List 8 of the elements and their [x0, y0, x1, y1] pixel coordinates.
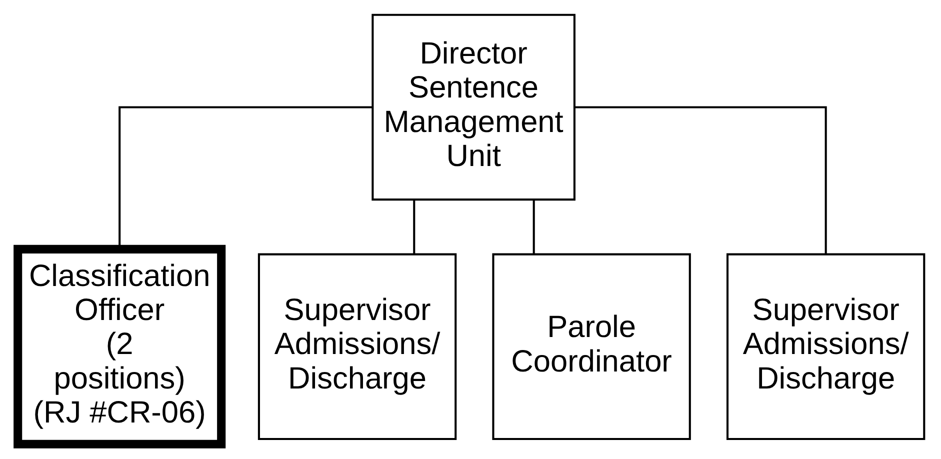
connector	[412, 200, 415, 254]
node-box: Director Sentence Management Unit	[371, 14, 575, 201]
node-box: Supervisor Admissions/ Discharge	[257, 253, 456, 440]
node-box: Supervisor Admissions/ Discharge	[726, 253, 925, 440]
connector	[532, 200, 534, 254]
node-box: Classification Officer (2 positions) (RJ #CR-06)	[13, 244, 226, 448]
node-box: Parole Coordinator	[492, 253, 690, 440]
connector	[574, 106, 826, 254]
